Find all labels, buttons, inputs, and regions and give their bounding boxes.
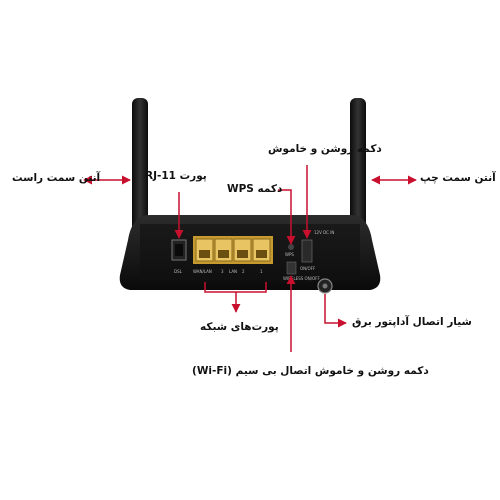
label-power: دکمه روشن و خاموش bbox=[268, 143, 382, 155]
print-wps: WPS bbox=[285, 252, 294, 257]
lan-ports bbox=[193, 236, 273, 264]
print-onoff: ON/OFF bbox=[300, 266, 316, 271]
label-left-antenna: آنتن سمت چپ bbox=[420, 172, 496, 184]
print-dsl: DSL bbox=[174, 269, 183, 274]
print-lan3: 3 bbox=[221, 269, 224, 274]
print-wanlan: WAN/LAN bbox=[193, 269, 212, 274]
label-network-ports: پورت‌های شبکه bbox=[200, 321, 279, 333]
print-lan2: 2 bbox=[242, 269, 245, 274]
label-rj11: پورت RJ-11 bbox=[145, 170, 207, 182]
print-lan: LAN bbox=[229, 269, 237, 274]
arrow-dc bbox=[324, 294, 347, 328]
label-wps: دکمه WPS bbox=[227, 183, 283, 195]
power-button bbox=[301, 239, 313, 263]
wifi-button bbox=[286, 261, 297, 275]
print-lan1: 1 bbox=[260, 269, 263, 274]
arrow-wps bbox=[278, 189, 296, 245]
label-power-adapter: شیار اتصال آداپتور برق bbox=[352, 316, 472, 328]
label-wifi: دکمه روشن و خاموش اتصال بی سیم (Wi-Fi) bbox=[192, 365, 429, 377]
wps-button-hole bbox=[288, 244, 294, 250]
print-wireless: WIRELESS ON/OFF bbox=[283, 276, 320, 281]
label-right-antenna: آنتن سمت راست bbox=[12, 172, 101, 184]
print-dc: 12V DC IN bbox=[314, 230, 334, 235]
